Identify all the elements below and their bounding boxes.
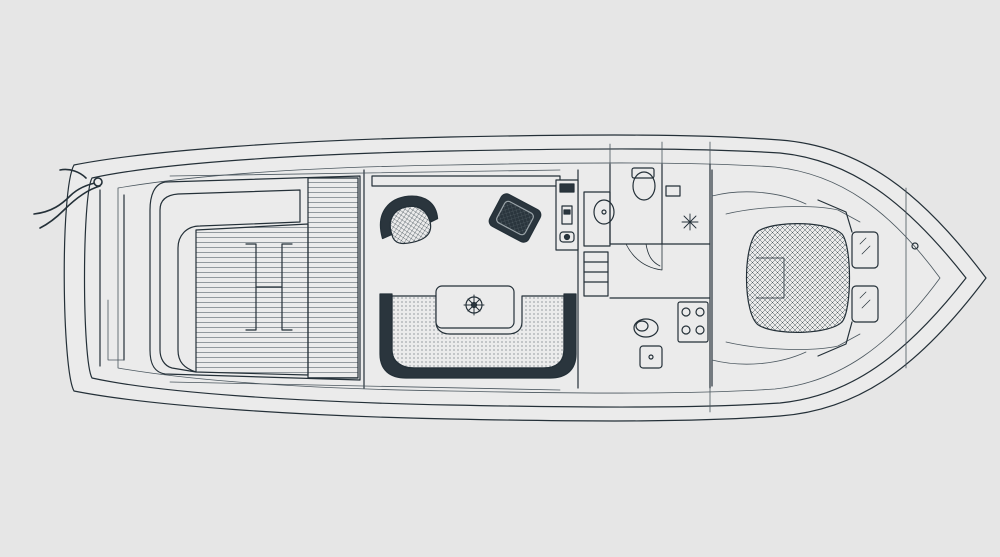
bow: [906, 188, 918, 368]
toilet-bowl: [633, 172, 655, 200]
steps-frame: [584, 252, 608, 296]
burner-4: [696, 326, 704, 334]
burner-2: [696, 308, 704, 316]
helm-seat-swivel: [375, 191, 442, 248]
washbasin: [594, 200, 614, 224]
sunpad-cushion: [160, 190, 300, 372]
aft-deck: [150, 176, 360, 380]
mooring-line-strand-2: [40, 186, 100, 228]
teak-platform: [308, 178, 358, 378]
teak-deck-lower: [196, 224, 308, 375]
heads-counter: [584, 192, 610, 246]
toilet-tank: [632, 168, 654, 178]
compass-rose-icon: [464, 295, 484, 315]
deck-detail-lines: [170, 142, 710, 412]
galley-stool: [634, 319, 658, 337]
forward-berth-inner: [756, 258, 784, 298]
dinette: [380, 286, 576, 378]
washbasin-drain: [602, 210, 606, 214]
cabin-sole-curve: [712, 192, 806, 364]
helm-knob: [565, 235, 570, 240]
hatch-glare-1: [860, 238, 870, 254]
pilot-seat: [487, 192, 543, 244]
stool-back: [636, 321, 648, 331]
helm-console: [556, 180, 578, 250]
forward-hatch-port: [852, 232, 878, 268]
helm-switch-panel: [560, 232, 574, 242]
sink-tap: [649, 355, 653, 359]
companionway-steps: [584, 252, 608, 296]
heads-door-swing: [626, 244, 662, 270]
bulkhead-marker-top: [610, 142, 710, 164]
galley-cooktop: [678, 302, 708, 342]
mooring-line-strand-1: [34, 182, 100, 214]
berth-surround-bottom: [726, 334, 860, 349]
berth-surround-top: [726, 207, 860, 222]
galley: [610, 244, 710, 388]
side-deck-line-bottom: [170, 382, 560, 390]
cockpit-saloon: [364, 170, 608, 388]
pilot-seat-cushion: [495, 200, 535, 236]
stern-cleat: [94, 178, 102, 186]
chair-cushion: [387, 203, 434, 247]
burner-1: [682, 308, 690, 316]
forward-hatch-starboard: [852, 286, 878, 322]
dinette-cushion: [392, 296, 564, 368]
helm-instrument-1: [560, 184, 574, 192]
forward-berth: [747, 224, 850, 333]
hatch-glare-2: [860, 292, 870, 308]
helm-throttle: [564, 210, 570, 214]
bow-locker: [818, 200, 852, 356]
stool-seat: [634, 319, 658, 337]
side-deck-line-top: [170, 170, 560, 176]
gunwale-inner: [85, 149, 967, 407]
helm-instrument-2: [562, 206, 572, 224]
heads-door-swing-2: [646, 244, 660, 266]
compass-hub: [472, 303, 477, 308]
shower-seat: [666, 186, 680, 196]
mooring-line-strand-3: [60, 169, 86, 178]
aft-deck-outline: [150, 176, 360, 380]
deck-edge: [118, 163, 940, 393]
anchor-fitting: [912, 243, 918, 249]
shower-spray: [682, 214, 698, 230]
swim-platform-line: [108, 300, 124, 360]
galley-partition: [610, 244, 710, 388]
saloon-threshold: [372, 176, 560, 186]
shower-head-icon: [682, 214, 698, 230]
mooring-line: [34, 169, 102, 228]
burner-3: [682, 326, 690, 334]
forward-cabin: [712, 170, 878, 386]
galley-sink: [640, 346, 662, 368]
heads: [584, 164, 710, 270]
